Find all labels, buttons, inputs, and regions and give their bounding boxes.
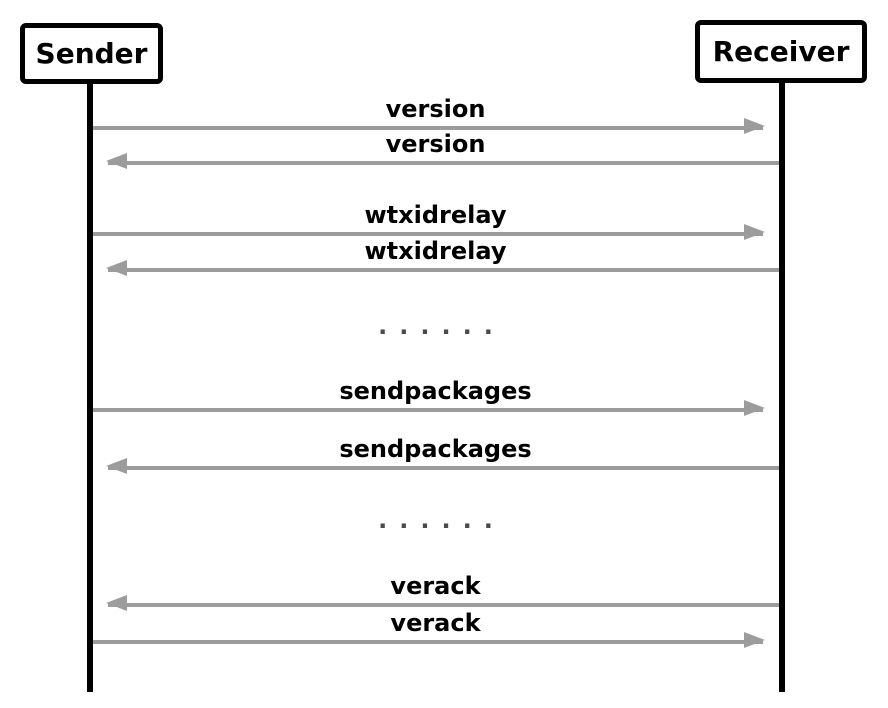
actor-label-receiver: Receiver <box>712 35 850 68</box>
arrowhead-icon <box>106 458 127 474</box>
message-arrow <box>92 118 765 134</box>
arrowhead-icon <box>106 595 127 611</box>
message-label: wtxidrelay <box>364 237 507 266</box>
message-arrow <box>92 400 765 416</box>
arrowhead-icon <box>106 153 127 169</box>
message-label: version <box>385 95 486 124</box>
arrowhead-icon <box>744 118 765 134</box>
message-arrow <box>106 153 779 169</box>
ellipsis-label: ...... <box>378 312 505 340</box>
message-arrow <box>92 632 765 648</box>
message-label: sendpackages <box>339 377 532 406</box>
message-label: verack <box>390 609 481 638</box>
actor-box-sender: Sender <box>20 23 163 84</box>
message-label: verack <box>390 572 481 601</box>
message-label: wtxidrelay <box>364 201 507 230</box>
arrowhead-icon <box>106 260 127 276</box>
arrowhead-icon <box>744 224 765 240</box>
message-arrow <box>106 458 779 474</box>
message-label: version <box>385 130 486 159</box>
message-arrow <box>106 595 779 611</box>
lifeline-sender <box>87 82 93 692</box>
message-arrow <box>106 260 779 276</box>
actor-box-receiver: Receiver <box>695 20 867 83</box>
ellipsis-label: ...... <box>378 506 505 534</box>
message-arrow <box>92 224 765 240</box>
lifeline-receiver <box>779 81 785 692</box>
actor-label-sender: Sender <box>35 37 148 70</box>
message-label: sendpackages <box>339 435 532 464</box>
arrowhead-icon <box>744 400 765 416</box>
arrowhead-icon <box>744 632 765 648</box>
